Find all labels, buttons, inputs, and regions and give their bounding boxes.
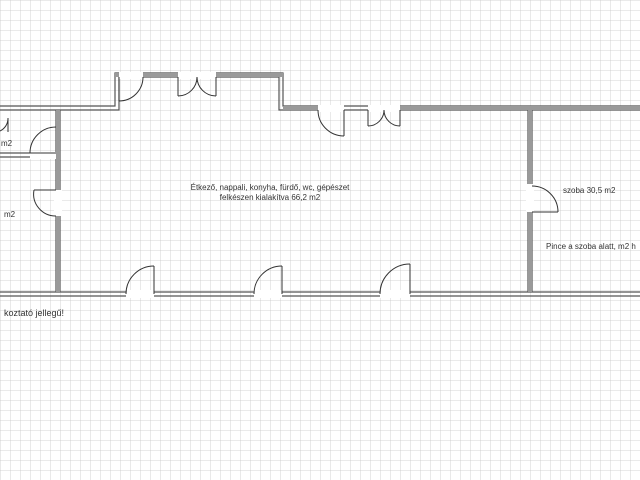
door-top-right	[317, 105, 345, 137]
main-room-area-label: felkészen kialakítva 66,2 m2	[219, 193, 321, 202]
door-left-cell-a	[0, 117, 9, 132]
door-bottom-1	[125, 265, 155, 298]
cellar-label: Pince a szoba alatt, m2 h	[546, 242, 636, 251]
door-top-double	[177, 72, 217, 97]
door-top-double-2	[367, 105, 401, 127]
left-room-b-label: m2	[4, 210, 16, 219]
door-top-left	[118, 72, 144, 102]
doors	[0, 72, 559, 298]
door-bottom-2	[253, 265, 283, 298]
door-right-partition	[526, 184, 559, 213]
main-room-label: Étkező, nappali, konyha, fürdő, wc, gépé…	[190, 183, 350, 192]
door-left-cell-b	[29, 126, 57, 159]
door-left-partition	[33, 189, 62, 217]
left-room-a-label: m2	[1, 139, 13, 148]
door-bottom-3	[379, 263, 411, 298]
right-room-label: szoba 30,5 m2	[563, 186, 616, 195]
footnote-label: koztató jellegű!	[4, 308, 65, 318]
